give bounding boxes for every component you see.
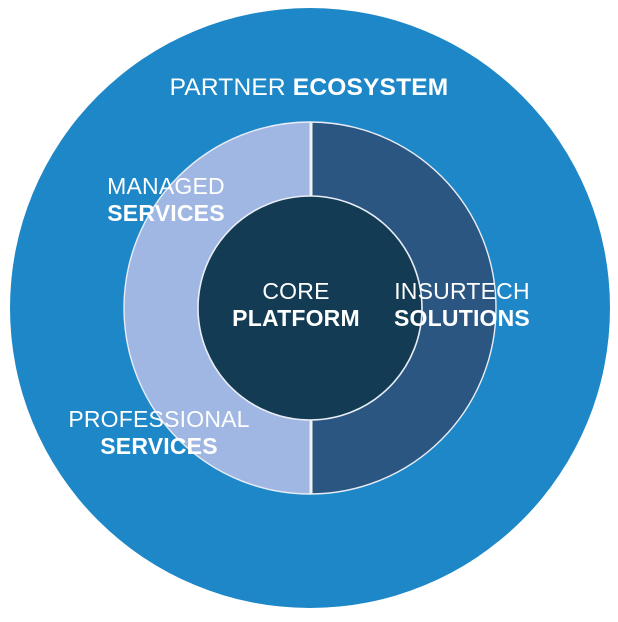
middle-ring-right-insurtech-solutions bbox=[311, 122, 496, 494]
middle-ring-outer-edge bbox=[123, 121, 497, 495]
core-circle-platform bbox=[197, 195, 423, 421]
